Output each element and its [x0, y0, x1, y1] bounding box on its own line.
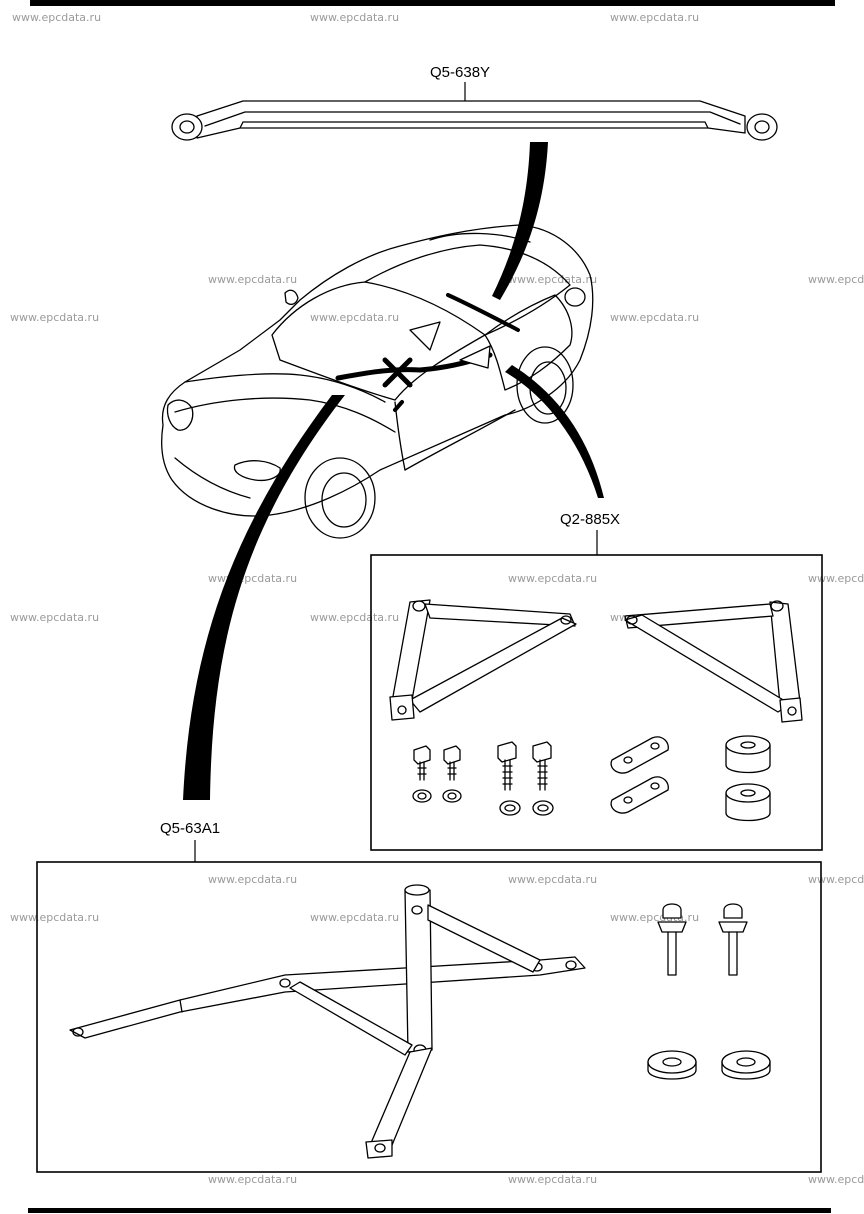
- watermark: www.epcdata.ru: [808, 273, 864, 286]
- top-border: [30, 0, 835, 6]
- watermark: www.epcdata.ru: [808, 1173, 864, 1186]
- watermark: www.epcdata.ru: [508, 1173, 597, 1186]
- watermark: www.epcdata.ru: [610, 11, 699, 24]
- mounting-plates[interactable]: [610, 736, 669, 814]
- car-illustration: [161, 224, 594, 539]
- watermark: www.epcdata.ru: [310, 11, 399, 24]
- watermark: www.epcdata.ru: [208, 273, 297, 286]
- x-brace-assembly[interactable]: [69, 884, 586, 1159]
- watermark: www.epcdata.ru: [508, 273, 597, 286]
- bottom-kit-box: [36, 861, 822, 1173]
- right-triangle-brace[interactable]: [624, 600, 803, 723]
- watermark: www.epcdata.ru: [10, 911, 99, 924]
- part-label-middle[interactable]: Q2-885X: [560, 511, 620, 528]
- watermark: www.epcdata.ru: [310, 611, 399, 624]
- callout-arrows: [183, 142, 604, 800]
- short-bolts[interactable]: [412, 745, 462, 803]
- watermark: www.epcdata.ru: [508, 572, 597, 585]
- part-label-bottom[interactable]: Q5-63A1: [160, 820, 220, 837]
- long-bolts[interactable]: [497, 741, 554, 816]
- watermark: www.epcdata.ru: [310, 311, 399, 324]
- watermark: www.epcdata.ru: [208, 572, 297, 585]
- watermark: www.epcdata.ru: [508, 873, 597, 886]
- watermark: www.epcdata.ru: [10, 611, 99, 624]
- cylindrical-spacers[interactable]: [725, 735, 771, 822]
- pin-bolts[interactable]: [657, 903, 748, 976]
- watermark: www.epcdata.ru: [808, 873, 864, 886]
- flat-washers[interactable]: [647, 1050, 771, 1080]
- top-brace-bar[interactable]: Q5-638Y: [171, 64, 778, 141]
- watermark: www.epcdata.ru: [208, 1173, 297, 1186]
- watermark: www.epcdata.ru: [208, 873, 297, 886]
- bottom-kit[interactable]: Q5-63A1: [36, 820, 822, 1173]
- left-triangle-brace[interactable]: [389, 599, 577, 721]
- middle-kit[interactable]: Q2-885X: [370, 511, 823, 851]
- watermark: www.epcdata.ru: [10, 311, 99, 324]
- watermark: www.epcdata.ru: [808, 572, 864, 585]
- watermarks: www.epcdata.ru www.epcdata.ru www.epcdat…: [10, 11, 864, 1186]
- part-label-top[interactable]: Q5-638Y: [430, 64, 490, 81]
- watermark: www.epcdata.ru: [12, 11, 101, 24]
- watermark: www.epcdata.ru: [310, 911, 399, 924]
- middle-kit-box: [370, 554, 823, 851]
- watermark: www.epcdata.ru: [610, 311, 699, 324]
- bottom-border: [28, 1208, 831, 1213]
